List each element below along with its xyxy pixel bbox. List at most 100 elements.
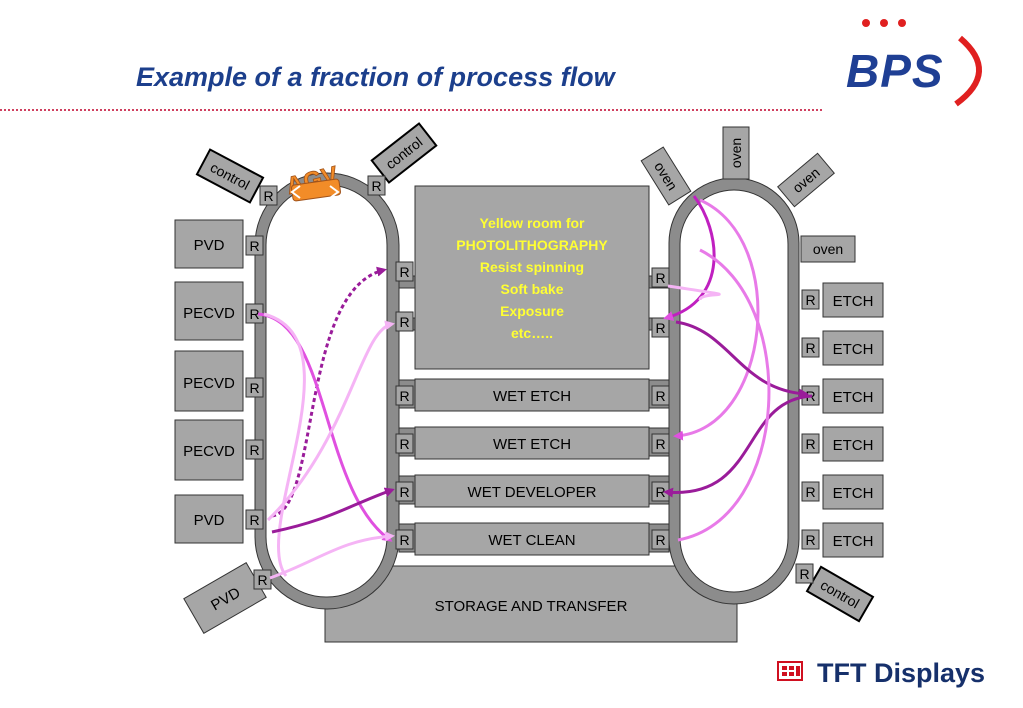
etch-box-2 [822, 330, 884, 366]
bps-logo-text: BPS [846, 45, 944, 97]
pecvd-tool-2-label: PECVD [183, 375, 235, 392]
wet-clean-box [414, 522, 650, 556]
pecvd-tool-1 [174, 281, 244, 341]
wet-developer-label: WET DEVELOPER [468, 484, 597, 501]
flow-arrow [663, 195, 716, 321]
robot-r-marker: R [801, 337, 820, 358]
flow-arrow [663, 394, 813, 498]
robot-r-marker: R [651, 385, 670, 406]
etch-5-label: ETCH [833, 485, 874, 502]
robot-r-marker: R [259, 185, 278, 206]
yellow-room-box [414, 185, 650, 370]
robot-r-marker: R [367, 175, 386, 196]
robot-r-label: R [805, 436, 815, 452]
yellow-room-line: Yellow room for [479, 215, 585, 231]
agv-arrow-left-icon [290, 185, 301, 199]
page-title: Example of a fraction of process flow [136, 62, 615, 92]
yellow-room-line: Exposure [500, 303, 564, 319]
robot-r-label: R [249, 306, 259, 322]
robot-r-label: R [655, 388, 665, 404]
flow-arrow [266, 320, 395, 522]
etch-3-label: ETCH [833, 389, 874, 406]
robot-r-label: R [655, 320, 665, 336]
robot-r-label: R [655, 270, 665, 286]
flow-arrow [269, 531, 395, 580]
robot-r-label: R [805, 292, 815, 308]
pvd-tool-1-label: PVD [194, 237, 225, 254]
control-box-top: control [370, 122, 438, 184]
robot-r-marker: R [395, 385, 414, 406]
robot-r-label: R [399, 314, 409, 330]
pecvd-tool-3-label: PECVD [183, 443, 235, 460]
agv-arrow-right-icon [329, 185, 340, 199]
robot-r-label: R [399, 264, 409, 280]
flow-arrow [271, 266, 387, 518]
yellow-room-line: Soft bake [500, 281, 563, 297]
robot-r-label: R [399, 484, 409, 500]
robot-r-label: R [805, 484, 815, 500]
robot-r-marker: R [245, 235, 264, 256]
flow-arrow [263, 312, 306, 577]
robot-r-label: R [257, 572, 267, 588]
robot-r-label: R [805, 340, 815, 356]
robot-r-label: R [399, 436, 409, 452]
etch-4-label: ETCH [833, 437, 874, 454]
robot-r-marker: R [253, 569, 272, 590]
flow-arrow [271, 487, 395, 534]
robot-r-label: R [371, 178, 381, 194]
robot-r-marker: R [395, 311, 414, 332]
yellow-room-line: PHOTOLITHOGRAPHY [456, 237, 608, 253]
robot-r-marker: R [395, 529, 414, 550]
left-tools: PVD PECVD PECVD PECVD PVD PVD [174, 219, 267, 635]
etch-6-label: ETCH [833, 533, 874, 550]
robot-r-marker: R [801, 529, 820, 550]
pvd-tool-2-label: PVD [194, 512, 225, 529]
robot-r-marker: R [801, 289, 820, 310]
flow-arrow [675, 320, 809, 399]
oven-box-2: oven [722, 126, 750, 180]
robot-r-marker: R [395, 433, 414, 454]
oven-4-label: oven [813, 241, 843, 257]
oven-box-4 [800, 235, 856, 263]
robot-r-marker: R [651, 529, 670, 550]
wet-developer-box [414, 474, 650, 508]
etch-box-4 [822, 426, 884, 462]
robot-r-marker: R [395, 261, 414, 282]
etch-column: ETCH ETCH ETCH ETCH ETCH ETCH [822, 282, 884, 558]
robot-r-marker: R [795, 563, 814, 584]
robot-r-label: R [655, 484, 665, 500]
etch-box-1 [822, 282, 884, 318]
wet-etch-2-box [414, 426, 650, 460]
oven-box-3: oven [777, 152, 835, 208]
title-divider [0, 109, 822, 111]
robot-r-label: R [249, 380, 259, 396]
wet-clean-label: WET CLEAN [488, 532, 575, 549]
oven-2-label: oven [728, 138, 744, 168]
center-modules: WET ETCH WET ETCH WET DEVELOPER WET CLEA… [414, 378, 650, 556]
robot-r-marker: R [651, 267, 670, 288]
robot-r-label: R [805, 532, 815, 548]
yellow-room-line: Resist spinning [480, 259, 584, 275]
wet-etch-2-label: WET ETCH [493, 436, 571, 453]
yellow-room-line: etc….. [511, 325, 553, 341]
control-box-left: control [195, 148, 265, 204]
robot-r-label: R [799, 566, 809, 582]
pecvd-tool-2 [174, 350, 244, 412]
robot-r-label: R [263, 188, 273, 204]
pvd-tool-2 [174, 494, 244, 544]
right-track-interior [679, 189, 789, 593]
storage-transfer-label: STORAGE AND TRANSFER [435, 598, 628, 615]
control-box-right: control [805, 565, 875, 623]
wet-etch-1-label: WET ETCH [493, 388, 571, 405]
robot-r-label: R [249, 238, 259, 254]
robot-r-marker: R [245, 509, 264, 530]
wet-etch-1-box [414, 378, 650, 412]
etch-box-6 [822, 522, 884, 558]
robot-r-label: R [249, 442, 259, 458]
etch-2-label: ETCH [833, 341, 874, 358]
tft-displays-logo-text: TFT Displays [817, 658, 986, 688]
robot-r-label: R [655, 532, 665, 548]
pecvd-tool-3 [174, 419, 244, 481]
